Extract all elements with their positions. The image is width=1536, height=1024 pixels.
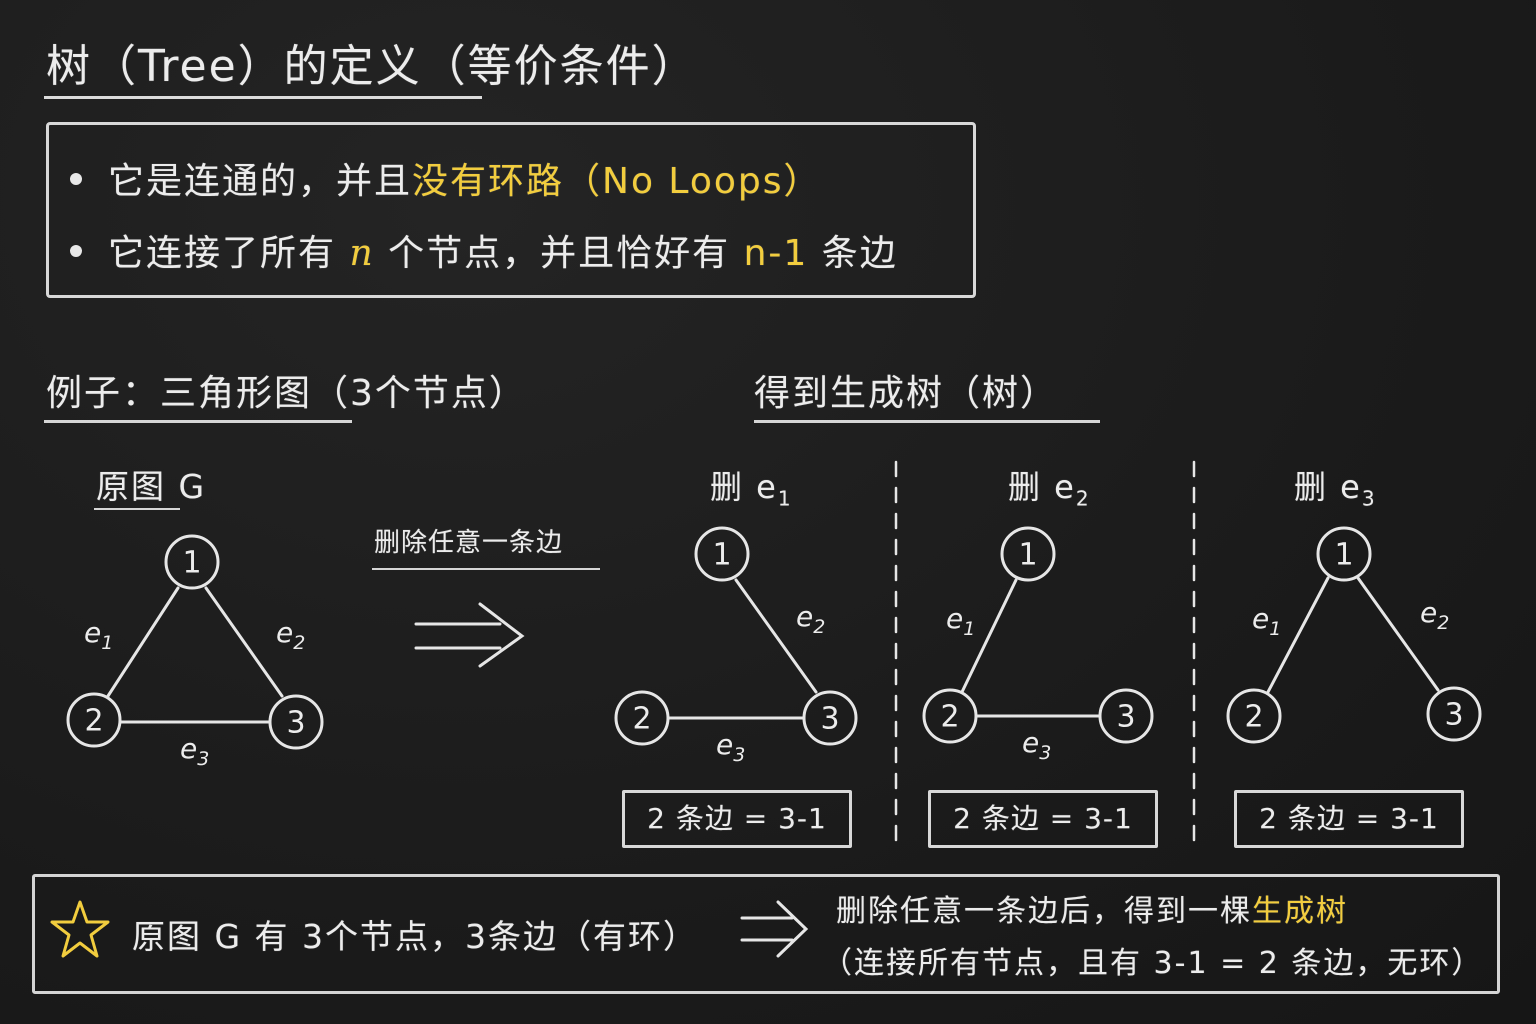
n-highlight: n	[349, 233, 375, 274]
node-2-original	[66, 692, 122, 748]
operation-label: 删除任意一条边	[374, 528, 564, 558]
tree-3-label: 删 e3	[1294, 468, 1377, 511]
bullet-icon	[70, 173, 82, 185]
spanning-tree-highlight: 生成树	[1252, 894, 1348, 929]
node-3-original	[268, 694, 324, 750]
node-1-label: 1	[712, 538, 731, 573]
edge-e2-tree3	[1356, 576, 1440, 692]
edge-label-e3: e3	[716, 728, 745, 766]
node-2-label: 2	[632, 702, 651, 737]
node-3-label: 3	[1116, 700, 1135, 735]
summary-right-line-1: 删除任意一条边后，得到一棵生成树	[836, 894, 1348, 929]
node-3-tree3	[1426, 686, 1482, 742]
title-underline	[44, 96, 482, 99]
example-heading: 例子：三角形图（3个节点）	[46, 373, 527, 414]
page-title: 树（Tree）的定义（等价条件）	[46, 41, 698, 92]
result-heading: 得到生成树（树）	[754, 373, 1059, 414]
node-2-label: 2	[940, 700, 959, 735]
summary-left-text: 原图 G 有 3个节点，3条边（有环）	[132, 917, 699, 956]
node-3-tree1	[802, 690, 858, 746]
no-loops-highlight: 没有环路（No Loops）	[412, 161, 822, 202]
operation-label-underline	[372, 568, 600, 570]
edge-e2-original	[204, 586, 284, 698]
tree-2-edge-count: 2 条边 = 3-1	[928, 790, 1158, 848]
n-minus-1-highlight: n-1	[743, 233, 809, 274]
edge-label-e1: e1	[946, 602, 975, 640]
edge-label-e2: e2	[796, 600, 825, 638]
node-2-label: 2	[1244, 700, 1263, 735]
node-3-label: 3	[286, 706, 305, 741]
original-graph-label: 原图 G	[96, 467, 207, 506]
node-1-label: 1	[182, 546, 201, 581]
summary-right-line-2: （连接所有节点，且有 3-1 = 2 条边，无环）	[822, 946, 1484, 981]
tree-1-edge-count: 2 条边 = 3-1	[622, 790, 852, 848]
node-1-original	[164, 534, 220, 590]
node-1-tree1	[694, 526, 750, 582]
node-2-tree1	[614, 690, 670, 746]
original-label-underline	[94, 508, 180, 510]
edge-label-e3: e3	[1022, 726, 1051, 764]
edge-e2-tree1	[734, 578, 818, 694]
edge-label-e2: e2	[1420, 596, 1449, 634]
edge-e1-tree2	[960, 578, 1018, 694]
definition-line-2-text-c: 条边	[821, 233, 898, 274]
edge-label-e3: e3	[180, 732, 209, 770]
definition-line-1: 它是连通的，并且没有环路（No Loops）	[70, 152, 822, 204]
tree-3-edge-count: 2 条边 = 3-1	[1234, 790, 1464, 848]
edge-label-e1: e1	[84, 616, 113, 654]
node-1-label: 1	[1334, 538, 1353, 573]
edge-label-e1: e1	[1252, 602, 1281, 640]
node-2-tree3	[1226, 688, 1282, 744]
edge-e1-tree3	[1266, 576, 1330, 694]
node-3-label: 3	[820, 702, 839, 737]
definition-line-1-text: 它是连通的，并且	[108, 161, 413, 202]
tree-2-label: 删 e2	[1008, 468, 1091, 511]
node-1-tree3	[1316, 526, 1372, 582]
node-2-tree2	[922, 688, 978, 744]
implies-arrow-icon	[414, 602, 525, 668]
definition-line-2: 它连接了所有 n 个节点，并且恰好有 n-1 条边	[70, 224, 898, 276]
node-1-label: 1	[1018, 538, 1037, 573]
node-2-label: 2	[84, 704, 103, 739]
example-heading-underline	[44, 420, 352, 423]
star-icon	[50, 900, 110, 958]
edge-e1-original	[106, 586, 180, 698]
result-heading-underline	[754, 420, 1100, 423]
bullet-icon	[70, 245, 82, 257]
tree-1-label: 删 e1	[710, 468, 793, 511]
definition-box	[46, 122, 976, 298]
definition-line-2-text-a: 它连接了所有	[108, 233, 337, 274]
summary-arrow-icon	[740, 900, 809, 958]
node-3-label: 3	[1444, 698, 1463, 733]
summary-box	[32, 874, 1500, 994]
node-3-tree2	[1098, 688, 1154, 744]
edge-label-e2: e2	[276, 616, 305, 654]
definition-line-2-text-b: 个节点，并且恰好有	[388, 233, 731, 274]
node-1-tree2	[1000, 526, 1056, 582]
